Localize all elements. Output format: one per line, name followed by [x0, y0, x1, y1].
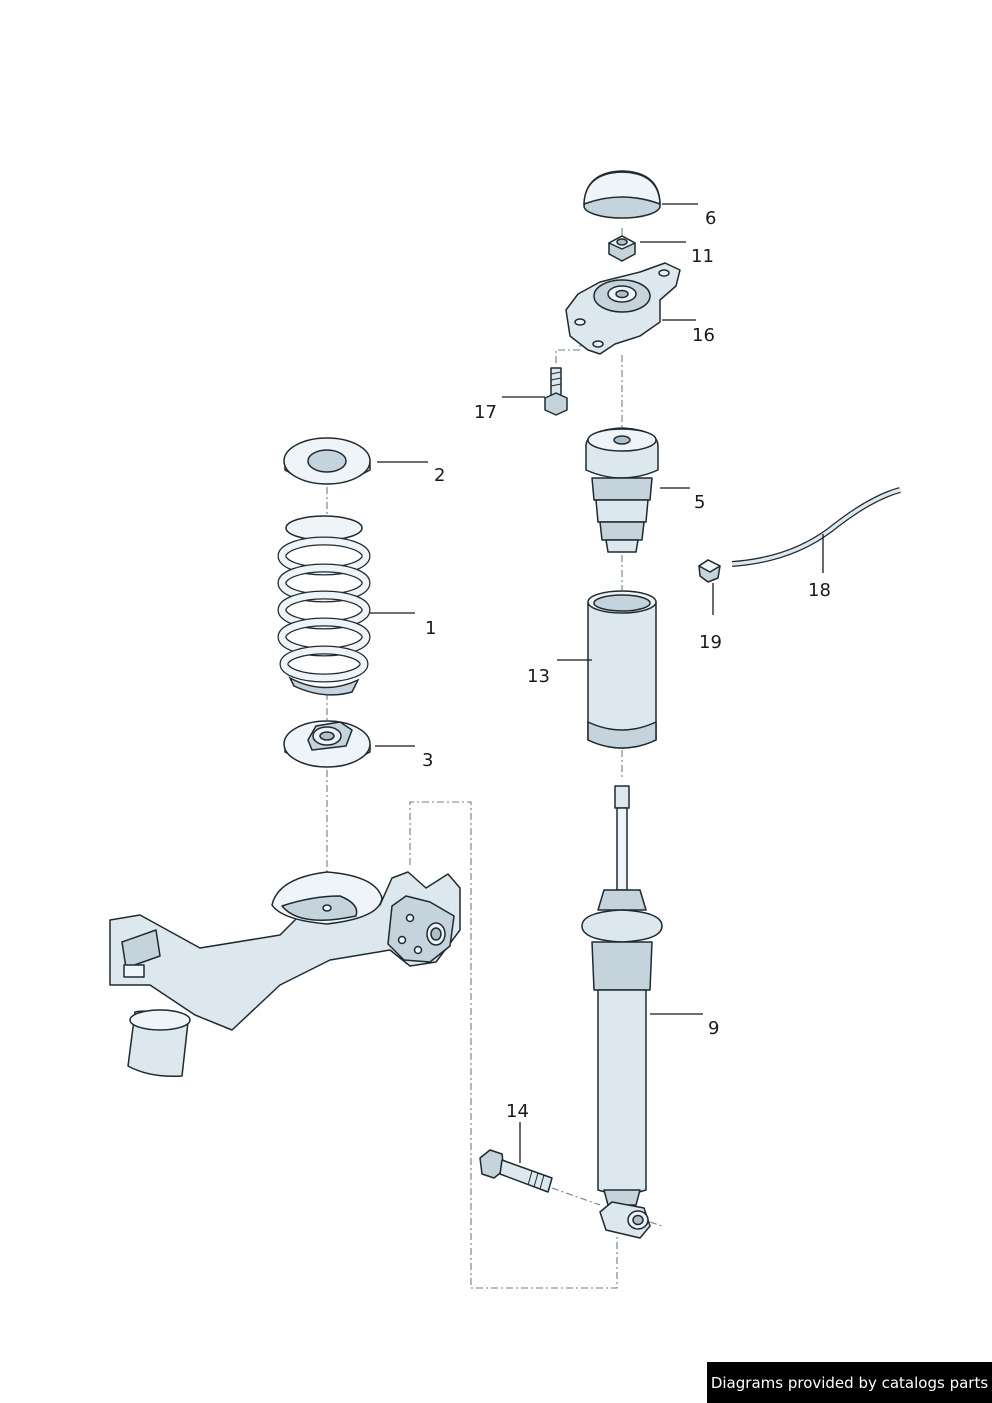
callout-13[interactable]: 13	[527, 666, 550, 687]
callout-18[interactable]: 18	[808, 580, 831, 601]
part-11-nut[interactable]	[608, 235, 636, 262]
rear-axle-beam	[109, 871, 461, 1078]
part-18-cable-tie[interactable]	[731, 487, 901, 567]
part-9-shock-absorber[interactable]	[581, 785, 663, 1239]
callout-3[interactable]: 3	[422, 750, 433, 771]
callout-1[interactable]: 1	[425, 618, 436, 639]
callout-17[interactable]: 17	[474, 402, 497, 423]
callout-16[interactable]: 16	[692, 325, 715, 346]
part-5-bump-stop[interactable]	[585, 427, 659, 553]
callout-5[interactable]: 5	[694, 492, 705, 513]
part-13-protective-sleeve[interactable]	[587, 590, 657, 749]
callout-19[interactable]: 19	[699, 632, 722, 653]
part-17-bolt[interactable]	[544, 367, 568, 416]
part-14-bolt[interactable]	[479, 1149, 553, 1193]
callout-14[interactable]: 14	[506, 1101, 529, 1122]
callout-6[interactable]: 6	[705, 208, 716, 229]
part-2-upper-spring-seat[interactable]	[283, 437, 371, 485]
part-16-strut-mount[interactable]	[565, 262, 681, 355]
credit-text: Diagrams provided by catalogs parts	[710, 1373, 989, 1392]
callout-labels: 1 2 3 5 6 9 11 13 14 16 17 18 19	[422, 208, 831, 1122]
callout-11[interactable]: 11	[691, 246, 714, 267]
part-1-coil-spring[interactable]	[277, 515, 371, 696]
credit-banner: Diagrams provided by catalogs parts	[707, 1362, 992, 1403]
part-3-lower-spring-seat[interactable]	[283, 720, 371, 768]
callout-2[interactable]: 2	[434, 465, 445, 486]
callout-9[interactable]: 9	[708, 1018, 719, 1039]
part-19-clip[interactable]	[698, 559, 721, 583]
part-6-dust-cap[interactable]	[583, 170, 661, 219]
callout-leader-lines	[370, 203, 824, 1163]
